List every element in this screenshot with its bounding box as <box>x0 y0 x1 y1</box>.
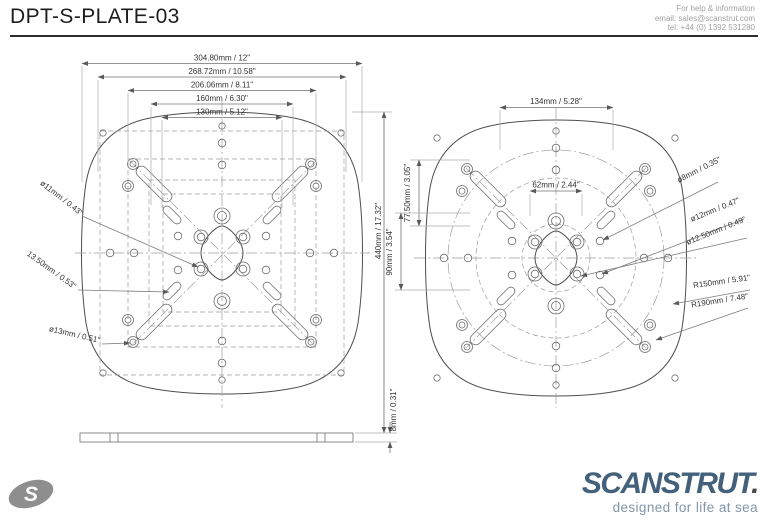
dimension-label: ø8mm / 0.35" <box>676 155 723 185</box>
scanstrut-s-icon: S <box>8 479 54 509</box>
contact-info: For help & information email: sales@scan… <box>655 4 755 33</box>
contact-phone: tel: +44 (0) 1392 531280 <box>667 23 755 32</box>
dimension-label: R150mm / 5.91" <box>693 273 751 290</box>
contact-email: email: sales@scanstrut.com <box>654 13 755 23</box>
front-view-drawing <box>75 100 370 408</box>
dimension-label: 440mm / 17.32" <box>374 203 383 259</box>
dimension-label: ø13mm / 0.51" <box>48 324 101 345</box>
dimension-label: 206.06mm / 8.11" <box>191 81 253 90</box>
dimension-label: 134mm / 5.28" <box>530 97 582 106</box>
dimension-label: 8mm / 0.31" <box>389 388 398 431</box>
dimension-label: R190mm / 7.48" <box>690 292 748 310</box>
scanstrut-logo: SCANSTRUT. <box>581 467 760 500</box>
side-view-drawing: 8mm / 0.31" <box>79 388 398 453</box>
page-title: DPT-S-PLATE-03 <box>10 5 180 28</box>
dimension-label: 268.72mm / 10.58" <box>188 67 255 76</box>
header-divider <box>10 35 758 37</box>
back-view-dimensions: 134mm / 5.28" 62mm / 2.44" 77.50mm / 3.0… <box>385 97 751 341</box>
brand-block: SCANSTRUT. designed for life at sea <box>581 467 760 516</box>
dimension-label: 304.80mm / 12" <box>194 54 250 63</box>
dimension-label: 13.50mm / 0.53" <box>25 249 78 291</box>
dimension-label: 130mm / 5.12" <box>196 108 248 117</box>
svg-text:S: S <box>24 483 38 506</box>
contact-help-line: For help & information <box>676 4 755 13</box>
front-view-dimensions: 304.80mm / 12" 268.72mm / 10.58" 206.06m… <box>25 54 392 434</box>
dimension-label: ø11mm / 0.43" <box>38 179 84 218</box>
back-view-drawing <box>414 108 698 408</box>
dimension-label: 160mm / 6.30" <box>196 94 248 103</box>
brand-tagline: designed for life at sea <box>612 500 758 515</box>
dimension-label: 77.50mm / 3.05" <box>403 164 412 223</box>
dimension-label: 90mm / 3.54" <box>385 228 394 275</box>
dimension-label: 62mm / 2.44" <box>532 181 579 190</box>
